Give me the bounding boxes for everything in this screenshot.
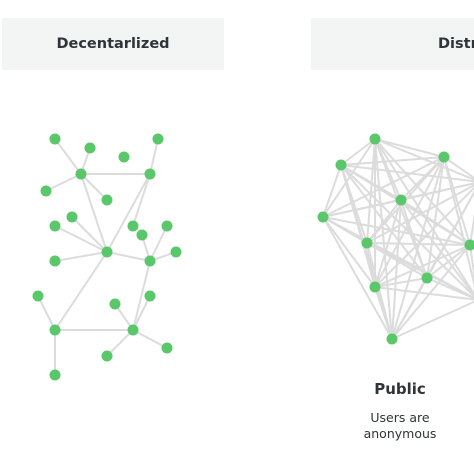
decentralized-node [127,324,139,336]
decentralized-node [109,298,121,310]
distributed-edge [374,244,471,288]
decentralized-edge [149,138,159,175]
network-edges [37,138,474,375]
distributed-edge [374,156,445,288]
distributed-edge [391,190,474,340]
decentralized-edge [132,295,151,331]
distributed-edge [374,286,393,340]
decentralized-edge [132,260,151,331]
distributed-edge [426,156,445,279]
decentralized-node [144,168,156,180]
distributed-edge [469,213,474,246]
distributed-node [395,194,407,206]
decentralized-node [101,246,113,258]
distributed-node [386,333,398,345]
caption-subtitle-line-1: Users are [370,410,430,425]
distributed-node [369,133,381,145]
distributed-edge [340,164,474,183]
decentralized-edge [132,329,168,349]
decentralized-edge [149,225,168,262]
decentralized-node [161,342,173,354]
distributed-edge [374,277,428,288]
header-decentralized: Decentarlized [2,18,224,70]
decentralized-node [40,185,52,197]
distributed-edge [426,277,474,300]
distributed-edge [366,199,402,244]
decentralized-node [49,133,61,145]
decentralized-node [49,324,61,336]
decentralized-node [170,246,182,258]
distributed-edge [391,300,474,340]
distributed-edge [322,216,471,246]
decentralized-edge [45,173,82,192]
header-distributed: Distributed [311,18,474,70]
decentralized-node [136,229,148,241]
caption-title: Public [374,380,426,398]
distributed-edge [443,156,474,180]
decentralized-edge [54,225,108,253]
decentralized-edge [54,138,82,175]
distributed-edge [374,138,393,340]
decentralized-node [49,255,61,267]
distributed-edge [322,216,393,340]
decentralized-edge [80,173,108,253]
distributed-edge [391,244,471,340]
decentralized-edge [54,251,108,331]
decentralized-node [101,350,113,362]
distributed-edge [340,138,376,166]
decentralized-node [49,220,61,232]
distributed-node [317,211,329,223]
decentralized-node [144,255,156,267]
decentralized-node [49,369,61,381]
decentralized-edge [37,295,56,331]
distributed-node [335,159,347,171]
decentralized-node [118,151,130,163]
decentralized-edge [54,251,108,262]
decentralized-edge [71,216,108,253]
distributed-edge [366,184,474,244]
distributed-edge [400,182,474,201]
decentralized-node [75,168,87,180]
distributed-edge [374,138,445,158]
distributed-edge [322,164,342,218]
distributed-edge [400,199,471,246]
caption-subtitle: Users are anonymous [310,410,474,442]
decentralized-edge [106,329,134,357]
distributed-node [369,281,381,293]
decentralized-node [66,211,78,223]
distributed-edge [374,286,474,301]
decentralized-node [152,133,164,145]
decentralized-node [84,142,96,154]
decentralized-node [144,290,156,302]
header-distributed-label: Distributed [438,36,474,52]
decentralized-node [101,194,113,206]
caption-subtitle-line-2: anonymous [363,426,437,441]
distributed-edge [366,242,393,340]
distributed-node [421,272,433,284]
decentralized-node [32,290,44,302]
network-nodes [32,133,474,381]
decentralized-edge [80,173,108,201]
distributed-node [464,239,474,251]
header-decentralized-label: Decentarlized [56,36,170,52]
distributed-edge [426,244,471,279]
distributed-edge [469,244,474,280]
decentralized-edge [132,173,151,227]
distributed-edge [443,156,474,288]
distributed-edge [322,138,376,218]
decentralized-node [127,220,139,232]
distributed-node [438,151,450,163]
distributed-edge [366,242,474,300]
decentralized-edge [106,251,151,262]
distributed-edge [374,186,474,288]
distributed-edge [322,216,376,288]
distributed-edge [374,138,474,181]
distributed-edge [322,156,445,218]
distributed-edge [340,156,445,166]
decentralized-edge [106,173,151,253]
distributed-node [361,237,373,249]
decentralized-node [161,220,173,232]
distributed-edge [391,199,402,340]
